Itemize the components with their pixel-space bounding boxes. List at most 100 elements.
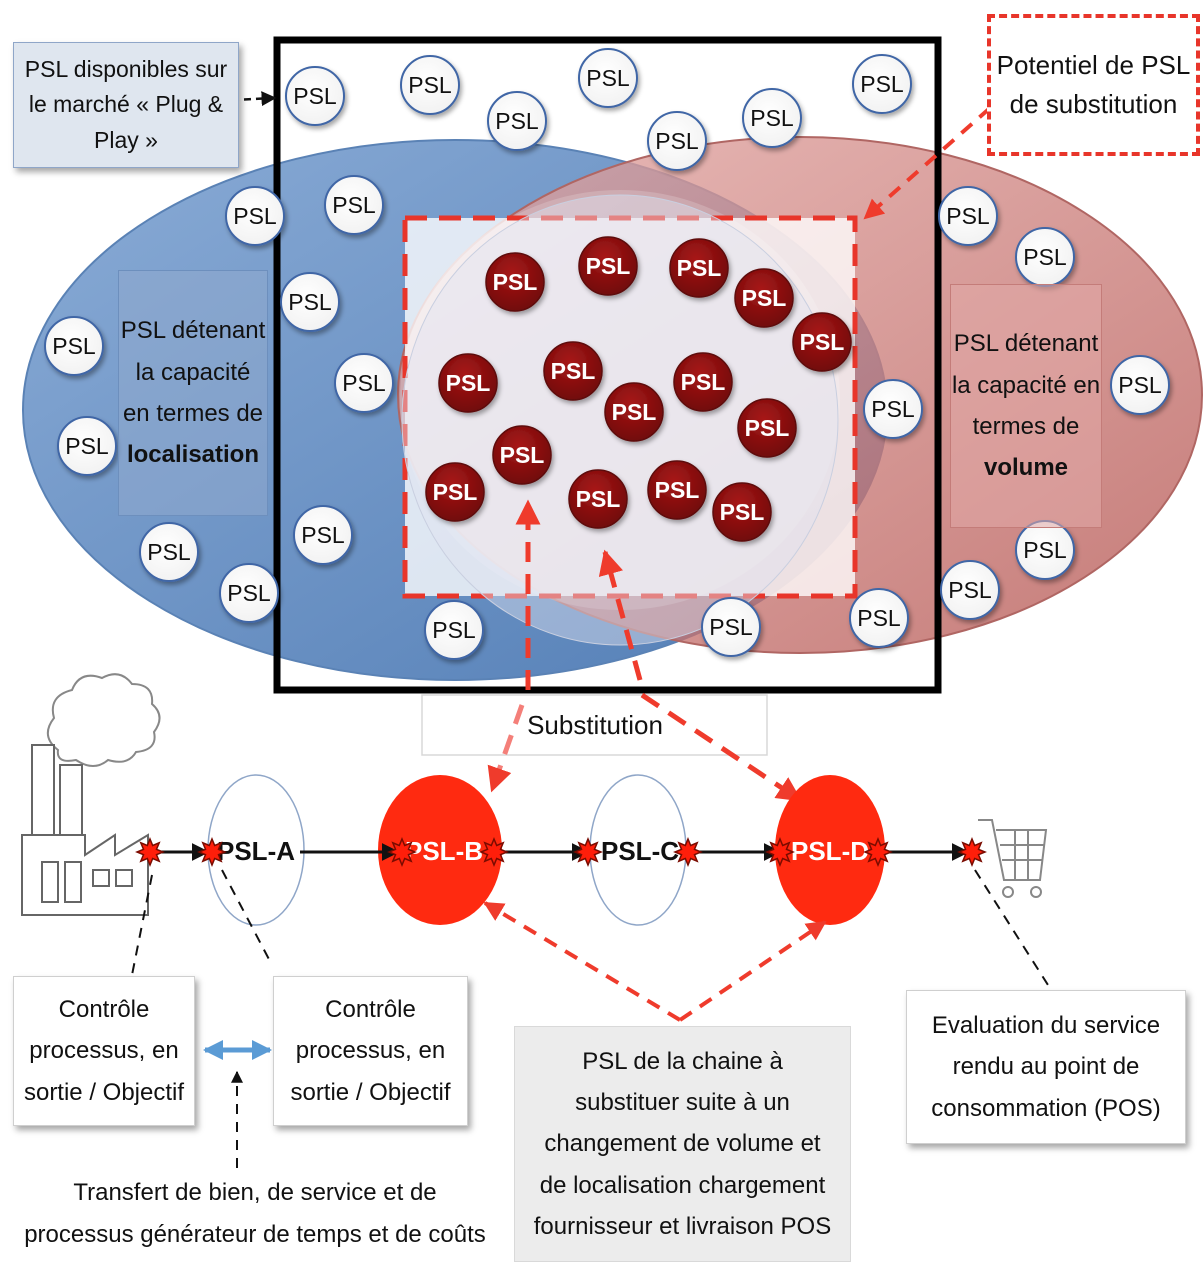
pointer-chain-to-pslb xyxy=(483,901,682,1022)
psl-bubble xyxy=(863,379,923,439)
transfer-caption: Transfert de bien, de service et de proc… xyxy=(20,1172,490,1256)
psl-substitution-bubble xyxy=(568,469,628,529)
market-label: PSL disponibles sur le marché « Plug & P… xyxy=(24,55,228,153)
potential-label-box: Potentiel de PSL de substitution xyxy=(987,14,1200,156)
volume-label-box: PSL détenant la capacité en termes de vo… xyxy=(950,284,1102,528)
psl-bubble-label: PSL xyxy=(495,108,539,134)
psl-bubble xyxy=(44,316,104,376)
psl-b-label: PSL-B xyxy=(405,836,483,866)
psl-bubble-label: PSL xyxy=(227,580,271,606)
psl-bubble-label: PSL xyxy=(433,479,478,505)
psl-bubble-label: PSL xyxy=(745,415,790,441)
psl-bubble-label: PSL xyxy=(655,128,699,154)
psl-substitution-bubble xyxy=(737,398,797,458)
psl-bubble xyxy=(219,563,279,623)
psl-substitution-bubble xyxy=(734,268,794,328)
control-box-1: Contrôle processus, en sortie / Objectif xyxy=(13,976,195,1126)
control-points-group xyxy=(135,837,987,867)
psl-bubble-label: PSL xyxy=(750,105,794,131)
psl-bubble xyxy=(400,55,460,115)
psl-bubble-label: PSL xyxy=(1023,244,1067,270)
control-point-star-icon xyxy=(479,837,509,867)
psl-bubble xyxy=(940,560,1000,620)
shopping-cart-icon xyxy=(978,819,1048,898)
psl-substitution-bubble xyxy=(543,341,603,401)
psl-bubble xyxy=(285,66,345,126)
psl-bubble xyxy=(139,522,199,582)
psl-bubble-label: PSL xyxy=(446,370,491,396)
arrow-substitution-to-pslb xyxy=(487,704,525,793)
psl-bubble xyxy=(647,111,707,171)
psl-bubble xyxy=(852,54,912,114)
psl-bubble-label: PSL xyxy=(655,477,700,503)
psl-substitution-bubble xyxy=(485,252,545,312)
evaluation-box: Evaluation du service rendu au point de … xyxy=(906,990,1186,1144)
psl-bubble xyxy=(280,272,340,332)
substitution-label: Substitution xyxy=(527,710,663,740)
psl-bubble xyxy=(334,353,394,413)
psl-bubble-label: PSL xyxy=(576,486,621,512)
control-box-2: Contrôle processus, en sortie / Objectif xyxy=(273,976,468,1126)
psl-substitution-bubble xyxy=(578,236,638,296)
market-boundary xyxy=(273,36,942,694)
potential-label: Potentiel de PSL de substitution xyxy=(996,50,1191,119)
control-point-star-icon xyxy=(387,837,417,867)
psl-bubble-label: PSL xyxy=(946,203,990,229)
psl-bubble-label: PSL xyxy=(860,71,904,97)
psl-bubble-label: PSL xyxy=(948,577,992,603)
control-point-star-icon xyxy=(673,837,703,867)
control-point-star-icon xyxy=(197,837,227,867)
psl-bubble-label: PSL xyxy=(677,255,722,281)
psl-bubble-label: PSL xyxy=(1118,372,1162,398)
market-label-box: PSL disponibles sur le marché « Plug & P… xyxy=(13,42,239,168)
psl-b-circle xyxy=(378,775,502,925)
psl-bubbles-group: PSL PSL PSL PSL PSL PSL PSL PSL PSL PSL PSL PSL PSL P… xyxy=(44,48,1170,660)
pointer-evaluation xyxy=(974,869,1049,986)
psl-substitution-bubble xyxy=(669,238,729,298)
transfer-label: Transfert de bien, de service et de proc… xyxy=(24,1179,486,1248)
localisation-label-text: PSL détenant la capacité en termes de xyxy=(120,317,266,427)
psl-bubble-label: PSL xyxy=(233,203,277,229)
evaluation-label: Evaluation du service rendu au point de … xyxy=(931,1012,1161,1122)
psl-substitution-bubble xyxy=(492,425,552,485)
psl-bubble-label: PSL xyxy=(551,358,596,384)
psl-bubble xyxy=(742,88,802,148)
control-label-1: Contrôle processus, en sortie / Objectif xyxy=(23,996,185,1106)
psl-bubble-label: PSL xyxy=(800,329,845,355)
psl-bubble-label: PSL xyxy=(301,522,345,548)
psl-bubble-label: PSL xyxy=(408,72,452,98)
psl-bubble-label: PSL xyxy=(332,192,376,218)
psl-substitution-bubble xyxy=(438,353,498,413)
psl-bubble-label: PSL xyxy=(342,370,386,396)
psl-bubble-label: PSL xyxy=(65,433,109,459)
psl-bubble-label: PSL xyxy=(432,617,476,643)
psl-substitution-bubble xyxy=(792,312,852,372)
localisation-label-box: PSL détenant la capacité en termes de lo… xyxy=(118,270,268,516)
psl-bubble-label: PSL xyxy=(586,65,630,91)
psl-bubble xyxy=(1110,355,1170,415)
control-point-star-icon xyxy=(573,837,603,867)
psl-bubble-label: PSL xyxy=(742,285,787,311)
psl-bubble xyxy=(424,600,484,660)
chain-substitution-label: PSL de la chaine à substituer suite à un… xyxy=(533,1047,832,1240)
arrow-potential-label xyxy=(863,106,992,220)
psl-bubble xyxy=(849,588,909,648)
control-label-2: Contrôle processus, en sortie / Objectif xyxy=(290,996,451,1106)
psl-bubble-label: PSL xyxy=(293,83,337,109)
psl-bubble-label: PSL xyxy=(288,289,332,315)
volume-label-text: PSL détenant la capacité en termes de xyxy=(951,330,1101,440)
psl-bubble xyxy=(225,186,285,246)
psl-d-label: PSL-D xyxy=(791,836,869,866)
psl-bubble-label: PSL xyxy=(52,333,96,359)
control-point-star-icon xyxy=(863,837,893,867)
psl-bubble-label: PSL xyxy=(720,499,765,525)
psl-bubble-label: PSL xyxy=(493,269,538,295)
psl-bubble-label: PSL xyxy=(147,539,191,565)
localisation-label-bold: localisation xyxy=(126,441,260,469)
arrow-psld-to-pool xyxy=(598,549,643,681)
psl-bubble-label: PSL xyxy=(612,399,657,425)
substitution-box xyxy=(421,694,768,756)
psl-bubble xyxy=(578,48,638,108)
psl-bubble-label: PSL xyxy=(500,442,545,468)
psl-bubble-label: PSL xyxy=(586,253,631,279)
